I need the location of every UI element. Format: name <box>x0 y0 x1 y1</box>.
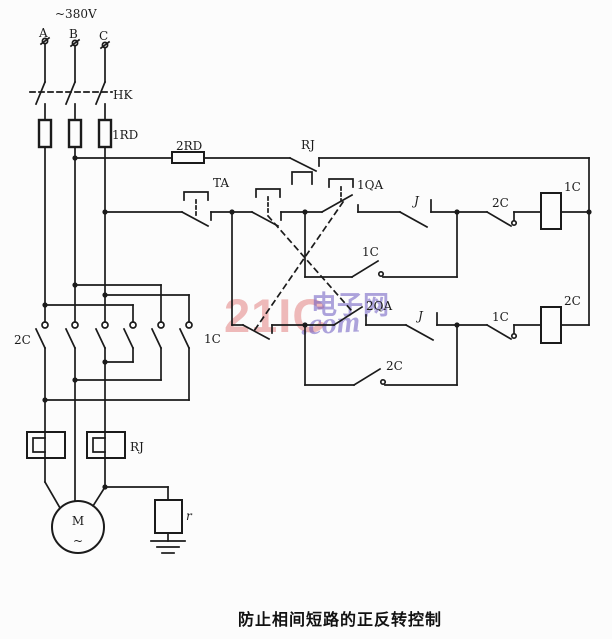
watermark-brand-text: 21IC <box>224 289 328 342</box>
phase-c-label: C <box>99 29 108 43</box>
motor-label: M <box>72 514 84 528</box>
main-fuse-label: 1RD <box>112 128 138 142</box>
j-contact-reverse <box>404 312 438 342</box>
forward-button-nc-contact <box>231 323 273 341</box>
knife-switch <box>29 80 113 121</box>
interlock-1c-contact <box>485 323 518 341</box>
reverse-button-nc-contact <box>250 188 282 228</box>
forward-button-no-contact <box>320 178 359 214</box>
thermal-heaters <box>26 431 126 459</box>
control-fuse-2rd <box>171 151 205 164</box>
coil-2c <box>540 306 562 344</box>
thermal-heater-label: RJ <box>130 440 144 454</box>
phase-bus-lines <box>44 146 190 323</box>
selfhold-1c-loop <box>304 211 458 279</box>
main-contacts-2c <box>34 321 109 350</box>
figure-caption: 防止相间短路的正反转控制 <box>237 610 442 629</box>
reverse-control-row <box>231 211 590 344</box>
forward-control-row <box>104 178 590 230</box>
j-contact-forward <box>398 199 432 229</box>
motor-ac-label: ~ <box>73 534 83 548</box>
interlock-1c-label: 1C <box>492 310 509 324</box>
reverse-button-label: 2QA <box>366 299 392 313</box>
coil-2c-label: 2C <box>564 294 581 308</box>
labels: ~380V A B C HK 1RD 2RD RJ TA 1QA J 2C 1C… <box>14 7 581 548</box>
motor <box>43 457 107 554</box>
reverse-button-no-contact <box>332 305 367 327</box>
watermark-site-text: 电子网 <box>311 290 390 320</box>
ground-resistor <box>104 486 186 554</box>
main-contact-bank <box>34 321 193 502</box>
selfhold-2c-label: 2C <box>386 359 403 373</box>
main-2c-label: 2C <box>14 333 31 347</box>
voltage-label: ~380V <box>55 7 97 21</box>
button-linkage-dashes <box>252 200 353 333</box>
junction-dots <box>42 155 592 490</box>
coil-1c-label: 1C <box>564 180 581 194</box>
knife-switch-label: HK <box>113 88 133 102</box>
stop-button-label: TA <box>213 176 229 190</box>
thermal-relay-contact <box>288 156 320 185</box>
power-supply <box>39 36 111 83</box>
main-1c-label: 1C <box>204 332 221 346</box>
j-reverse-label: J <box>415 309 424 323</box>
main-fuses-1rd <box>37 118 113 149</box>
selfhold-2c-loop <box>304 324 458 387</box>
phase-a-label: A <box>38 26 48 40</box>
coil-1c <box>540 192 562 230</box>
thermal-contact-label: RJ <box>301 138 315 152</box>
interlock-2c-contact <box>485 210 518 228</box>
ground-symbol <box>150 540 186 554</box>
phase-b-label: B <box>69 27 78 41</box>
j-forward-label: J <box>411 194 420 208</box>
control-fuse-label: 2RD <box>176 139 202 153</box>
main-contacts-1c <box>122 321 193 350</box>
control-supply-line <box>74 151 590 326</box>
forward-button-label: 1QA <box>357 178 383 192</box>
interlock-2c-label: 2C <box>492 196 509 210</box>
ground-resistor-label: r <box>186 509 193 523</box>
selfhold-1c-label: 1C <box>362 245 379 259</box>
stop-button-ta <box>180 191 212 228</box>
